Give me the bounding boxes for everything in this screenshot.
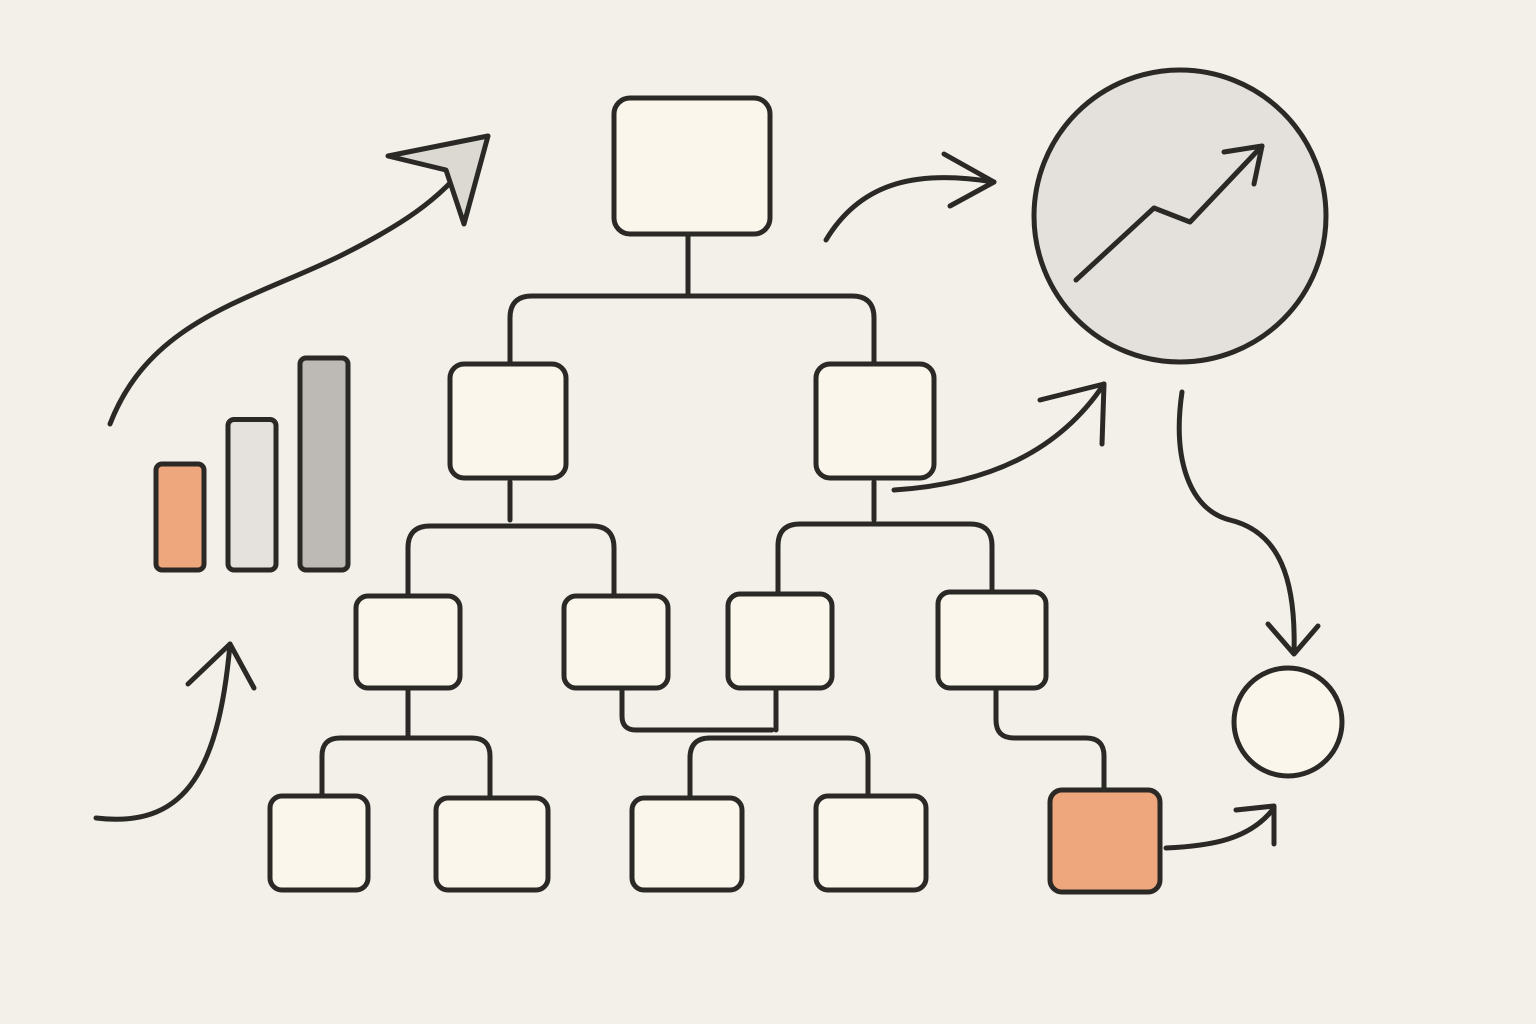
connector-l3bc-bracket (687, 735, 871, 799)
connector-l3d-down (993, 685, 1107, 791)
trending-up-icon (1073, 143, 1265, 283)
trend-circle (1031, 67, 1329, 365)
arrow-bottom-left (93, 641, 257, 822)
level2-node-left (447, 361, 569, 481)
bar-2 (225, 416, 279, 573)
level4-node-1 (267, 793, 371, 893)
arrow-trend-to-end (1176, 389, 1321, 657)
arrow-node-to-trend (891, 381, 1107, 493)
root-node (611, 95, 773, 237)
arrow-upward-left (107, 133, 491, 427)
level4-node-4 (813, 793, 929, 893)
level3-node-1 (353, 593, 463, 691)
level4-node-highlighted (1047, 787, 1163, 895)
bar-3 (297, 355, 351, 573)
flow-arrows (93, 133, 1321, 851)
arrow-root-to-trend (823, 151, 997, 243)
tree-connectors (319, 233, 1107, 799)
level4-node-3 (629, 795, 745, 893)
bar-chart-icon (153, 355, 351, 573)
tree-nodes (267, 95, 1163, 895)
paper-plane-arrowhead-icon (385, 133, 491, 227)
level3-node-3 (725, 591, 835, 691)
level2-node-right (813, 361, 937, 481)
connector-l3b-down (619, 685, 775, 733)
end-node-circle (1231, 665, 1345, 779)
bar-1 (153, 461, 207, 573)
connector-level2-bracket (507, 293, 877, 365)
level4-node-2 (433, 795, 551, 893)
level3-node-2 (561, 593, 671, 691)
connector-l3a-bracket (319, 735, 493, 799)
arrow-highlight-out (1163, 803, 1277, 851)
level3-node-4 (935, 589, 1049, 691)
connector-left-bracket (405, 523, 617, 599)
connector-right-bracket (775, 521, 995, 597)
